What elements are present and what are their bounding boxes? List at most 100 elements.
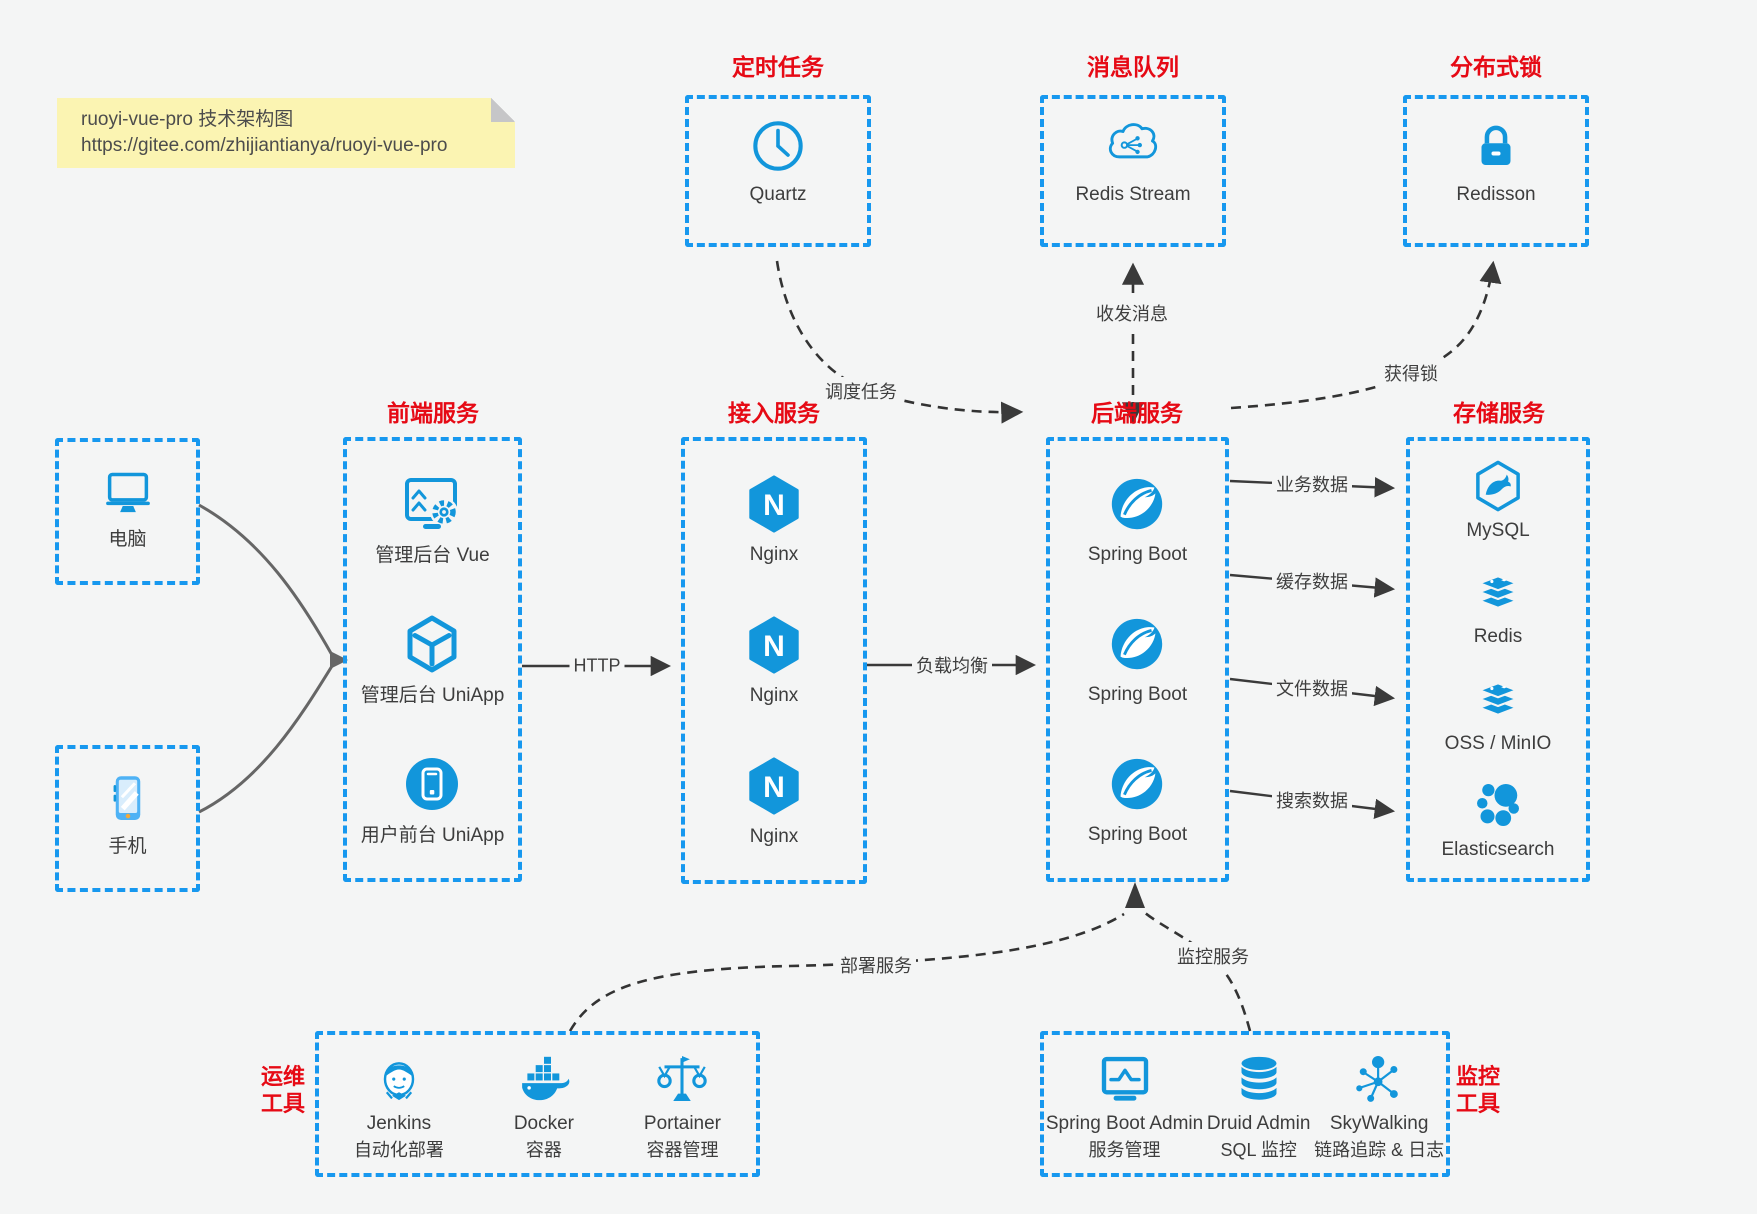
box-ops-tools: Jenkins 自动化部署 Docker 容器 Portainer 容器管理 <box>315 1031 760 1177</box>
section-title-backend: 后端服务 <box>1091 400 1183 426</box>
clock-icon <box>749 117 807 175</box>
phone-icon <box>100 771 156 827</box>
network-nodes-icon <box>1351 1052 1407 1108</box>
deploy-monitor-arrowhead <box>1125 882 1145 908</box>
node-oss-minio: OSS / MinIO <box>1445 671 1551 755</box>
node-label: Portainer <box>643 1113 722 1134</box>
node-admin-vue: 管理后台 Vue <box>375 472 490 567</box>
node-springboot-2: Spring Boot <box>1088 613 1187 706</box>
section-title-frontend: 前端服务 <box>387 400 479 426</box>
node-label: SkyWalking <box>1329 1113 1429 1134</box>
section-title-storage: 存储服务 <box>1453 400 1545 426</box>
node-sublabel: 容器管理 <box>646 1140 719 1160</box>
cube-icon <box>400 612 464 676</box>
box-redisson: Redisson <box>1403 95 1589 247</box>
edge-label-schedule: 调度任务 <box>821 377 901 405</box>
edge-label-load-balance: 负载均衡 <box>912 651 992 679</box>
monitor-title-line1: 监控 <box>1455 1064 1501 1089</box>
nginx-icon <box>743 755 805 817</box>
monitor-title-line2: 工具 <box>1455 1091 1501 1116</box>
node-docker: Docker 容器 <box>514 1052 574 1162</box>
node-label: 手机 <box>108 836 147 857</box>
node-label: MySQL <box>1466 520 1530 542</box>
section-title-distributed-lock: 分布式锁 <box>1450 54 1542 80</box>
oss-stack-icon <box>1470 671 1526 727</box>
edge-label-search-data: 搜索数据 <box>1272 786 1352 814</box>
node-label: Druid Admin <box>1206 1113 1311 1134</box>
box-pc-device: 电脑 <box>55 438 200 585</box>
node-jenkins: Jenkins 自动化部署 <box>354 1052 444 1162</box>
node-springboot-1: Spring Boot <box>1088 473 1187 566</box>
node-label: Quartz <box>749 184 807 205</box>
node-label: 管理后台 UniApp <box>360 684 505 706</box>
section-title-gateway: 接入服务 <box>728 400 820 426</box>
section-title-message-queue: 消息队列 <box>1087 54 1179 80</box>
scale-balance-icon <box>654 1052 710 1108</box>
spring-boot-icon <box>1106 753 1168 815</box>
devices-arrowhead <box>330 651 348 669</box>
box-backend: Spring Boot Spring Boot Spring Boot <box>1046 437 1229 882</box>
box-mobile-device: 手机 <box>55 745 200 892</box>
node-portainer: Portainer 容器管理 <box>644 1052 721 1162</box>
edge-monitor-curve <box>1143 911 1252 1032</box>
node-mysql: MySQL <box>1466 458 1530 542</box>
node-label: Redis <box>1473 626 1523 648</box>
desktop-icon <box>100 464 156 520</box>
database-icon <box>1231 1052 1287 1108</box>
node-redisson: Redisson <box>1456 117 1536 206</box>
section-title-monitor-tools: 监控 工具 <box>1456 1063 1500 1117</box>
node-skywalking: SkyWalking 链路追踪 & 日志 <box>1314 1052 1444 1162</box>
node-user-uniapp: 用户前台 UniApp <box>360 752 505 847</box>
nginx-icon <box>743 614 805 676</box>
box-monitor-tools: Spring Boot Admin 服务管理 Druid Admin SQL 监… <box>1040 1031 1450 1177</box>
mobile-app-icon <box>400 752 464 816</box>
redis-stack-icon <box>1470 564 1526 620</box>
jenkins-icon <box>371 1052 427 1108</box>
node-admin-uniapp: 管理后台 UniApp <box>360 612 505 707</box>
edge-lock-arrow <box>1230 260 1502 410</box>
node-sublabel: 链路追踪 & 日志 <box>1314 1140 1445 1160</box>
mysql-icon <box>1470 458 1526 514</box>
section-title-ops-tools: 运维 工具 <box>261 1063 305 1117</box>
node-label: 电脑 <box>108 529 147 550</box>
node-label: Spring Boot Admin <box>1045 1113 1204 1134</box>
nginx-icon <box>743 473 805 535</box>
section-title-scheduled-tasks: 定时任务 <box>732 54 824 80</box>
node-sublabel: SQL 监控 <box>1220 1140 1297 1160</box>
node-label: Nginx <box>749 544 799 565</box>
box-frontend: 管理后台 Vue 管理后台 UniApp 用户前台 UniApp <box>343 437 522 882</box>
box-gateway: Nginx Nginx Nginx <box>681 437 867 884</box>
node-label: 用户前台 UniApp <box>360 825 505 847</box>
node-redis-stream: Redis Stream <box>1075 117 1191 206</box>
edge-label-acquire-lock: 获得锁 <box>1380 359 1442 387</box>
edge-deploy-curve <box>568 912 1125 1032</box>
elasticsearch-icon <box>1470 777 1526 833</box>
node-label: Nginx <box>749 826 799 847</box>
node-mobile: 手机 <box>100 771 156 858</box>
node-label: Redis Stream <box>1075 184 1191 205</box>
node-nginx-3: Nginx <box>743 755 805 848</box>
node-label: Docker <box>513 1113 575 1134</box>
node-springboot-3: Spring Boot <box>1088 753 1187 846</box>
node-sublabel: 容器 <box>525 1140 562 1160</box>
ops-title-line2: 工具 <box>260 1091 306 1116</box>
admin-screen-gear-icon <box>400 472 464 536</box>
edge-label-cache-data: 缓存数据 <box>1272 567 1352 595</box>
monitor-chart-icon <box>1097 1052 1153 1108</box>
node-pc: 电脑 <box>100 464 156 551</box>
docker-icon <box>516 1052 572 1108</box>
node-spring-boot-admin: Spring Boot Admin 服务管理 <box>1046 1052 1203 1162</box>
spring-boot-icon <box>1106 473 1168 535</box>
edge-label-business-data: 业务数据 <box>1272 470 1352 498</box>
edge-label-deploy: 部署服务 <box>836 951 916 979</box>
edge-label-message: 收发消息 <box>1092 299 1172 327</box>
node-label: Redisson <box>1456 184 1536 205</box>
note-url: https://gitee.com/zhijiantianya/ruoyi-vu… <box>81 135 448 156</box>
node-nginx-2: Nginx <box>743 614 805 707</box>
ops-title-line1: 运维 <box>260 1064 306 1089</box>
sticky-note: ruoyi-vue-pro 技术架构图 https://gitee.com/zh… <box>57 98 515 168</box>
node-elasticsearch: Elasticsearch <box>1442 777 1555 861</box>
node-label: 管理后台 Vue <box>375 544 490 566</box>
edge-pc-to-frontend <box>198 503 334 656</box>
